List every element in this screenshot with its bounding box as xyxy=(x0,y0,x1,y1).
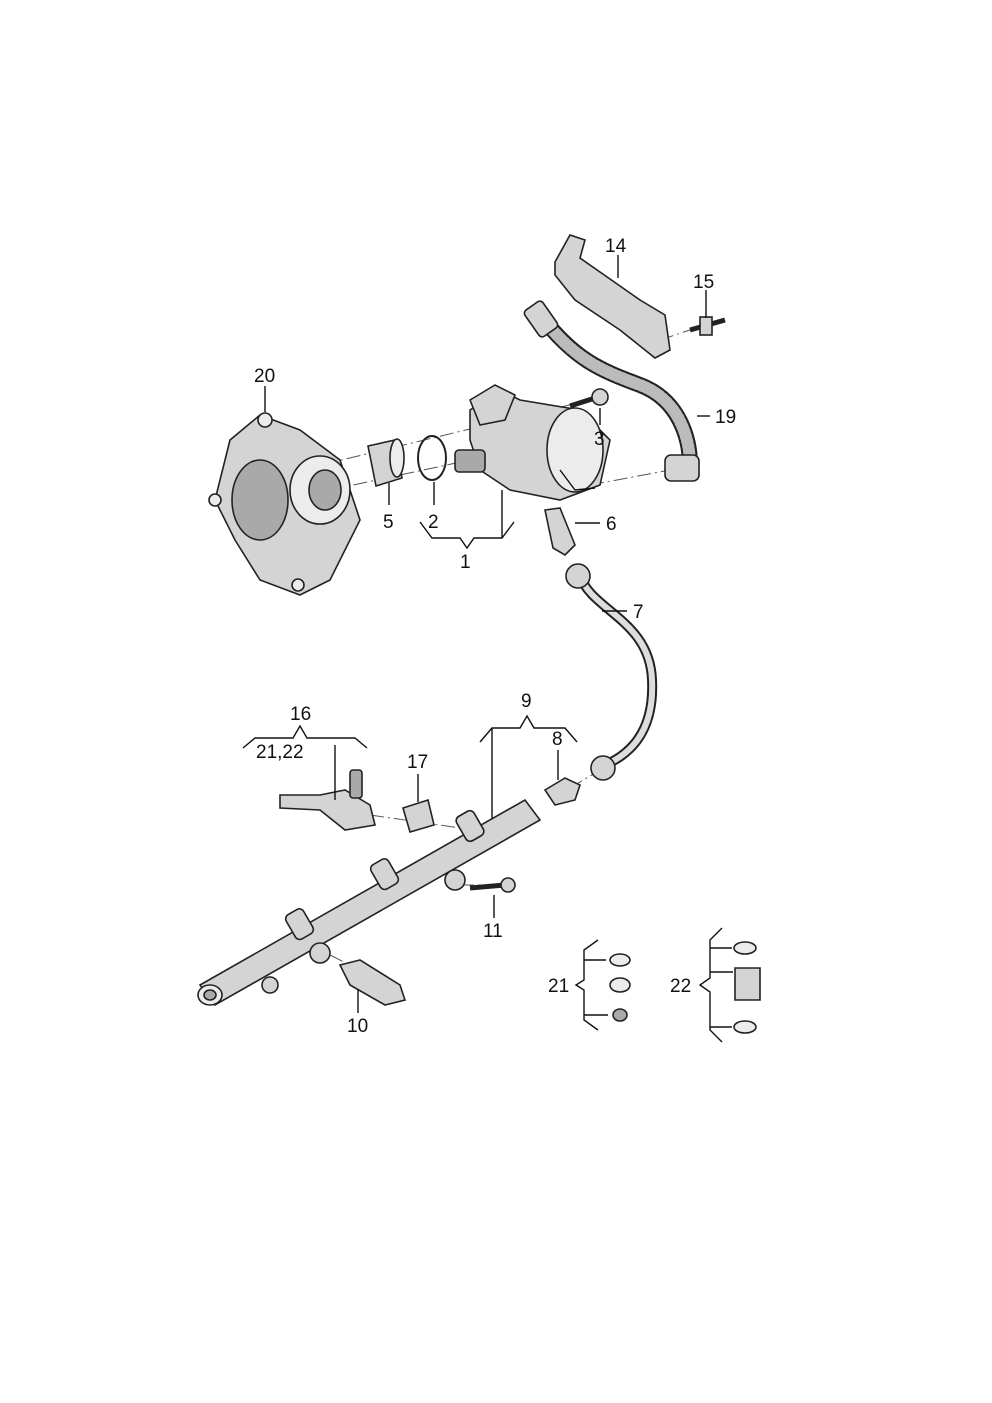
label-15: 15 xyxy=(693,272,714,293)
label-3: 3 xyxy=(594,429,605,450)
label-11: 11 xyxy=(483,921,503,942)
label-14: 14 xyxy=(605,236,627,257)
part-20-housing xyxy=(208,412,361,596)
label-7: 7 xyxy=(633,602,644,623)
label-10: 10 xyxy=(347,1016,368,1037)
part-3-bolt xyxy=(569,388,609,409)
part-2-o-ring xyxy=(417,435,447,481)
label-16: 16 xyxy=(290,704,311,725)
label-2: 2 xyxy=(428,512,439,533)
part-8-fitting xyxy=(543,777,581,806)
part-7-pipe xyxy=(565,563,658,781)
part-9-fuel-rail xyxy=(197,798,542,1007)
part-5-bushing xyxy=(367,438,405,488)
part-1-pump xyxy=(454,384,611,501)
part-15-bolt xyxy=(689,316,726,336)
part-6-fitting xyxy=(544,507,576,557)
part-10-sensor xyxy=(338,959,407,1006)
leader-lines xyxy=(242,255,733,1043)
label-21: 21 xyxy=(548,976,569,997)
label-20: 20 xyxy=(254,366,275,387)
part-11-bolt xyxy=(469,877,516,893)
label-9: 9 xyxy=(521,691,532,712)
part-14-bracket xyxy=(554,234,671,359)
label-1: 1 xyxy=(460,552,471,573)
label-19: 19 xyxy=(715,407,736,428)
label-17: 17 xyxy=(407,752,428,773)
part-16-injector xyxy=(279,769,376,831)
part-21-seals xyxy=(609,953,631,1022)
label-8: 8 xyxy=(552,729,563,750)
part-19-hose xyxy=(523,300,700,482)
part-22-seals xyxy=(733,941,761,1034)
label-22: 22 xyxy=(670,976,691,997)
part-17-clip xyxy=(402,798,435,833)
label-5: 5 xyxy=(383,512,394,533)
label-21-22: 21,22 xyxy=(256,742,304,763)
label-6: 6 xyxy=(606,514,617,535)
